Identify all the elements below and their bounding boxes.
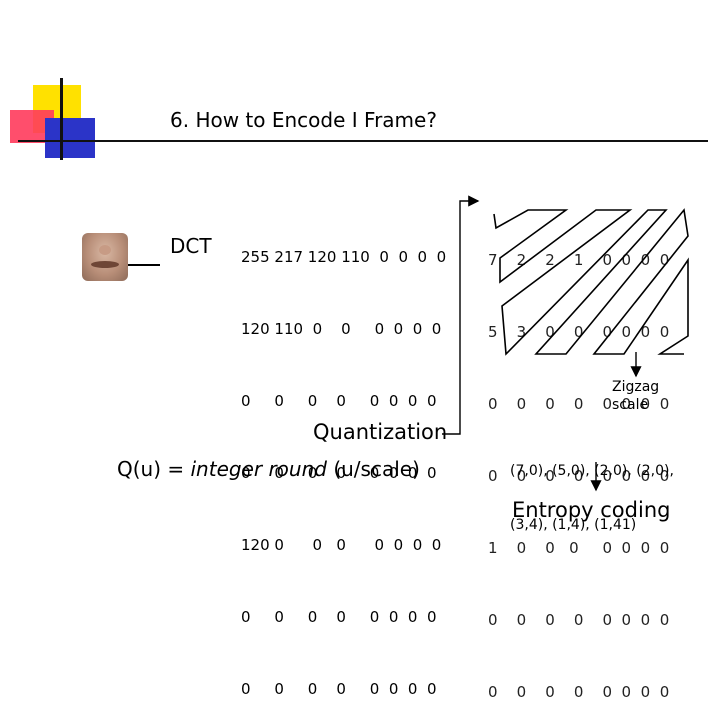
slide-title: 6. How to Encode I Frame? [170,108,437,132]
formula-prefix: Q(u) = [117,457,191,481]
dct-label: DCT [170,234,212,258]
zigzag-scale-label: Zigzag scale [612,378,659,414]
quantized-row: 7 2 2 1 0 0 0 0 [488,251,670,269]
decorative-blue-square [45,118,95,158]
zigzag-path [493,208,689,356]
formula-italic: integer round [190,457,327,481]
quantized-row: 0 0 0 0 0 0 0 0 [488,395,670,413]
face-image-block [82,233,128,281]
quantized-row: 5 3 0 0 0 0 0 0 [488,323,670,341]
rle-line: (7,0), (5,0), (2,0), (2,0), [510,463,674,479]
zigzag-label-line: scale [612,397,649,413]
quantized-row: 0 0 0 0 0 0 0 0 [488,611,670,629]
quantized-row: 0 0 0 0 0 0 0 0 [488,467,670,485]
decorative-vertical-line [60,78,63,160]
rle-line: (3,4), (1,4), (1,41) [510,517,637,533]
dct-row: 120 110 0 0 0 0 0 0 [241,320,442,338]
quantization-label: Quantization [313,420,448,444]
quantized-row: 0 0 0 0 0 0 0 0 [488,683,670,701]
title-underline [18,140,708,142]
face-nose [99,245,111,255]
dct-row: 0 0 0 0 0 0 0 0 [241,392,437,410]
dct-row: 0 0 0 0 0 0 0 0 [241,680,437,698]
quantization-formula: Q(u) = integer round (u/scale) [117,457,420,481]
entropy-coding-label: Entropy coding [512,498,671,522]
dct-arrow-line [128,264,160,266]
dct-row: 255 217 120 110 0 0 0 0 [241,248,447,266]
connector-lines [442,195,689,492]
dct-row: 0 0 0 0 0 0 0 0 [241,608,437,626]
dct-row: 0 0 0 0 0 0 0 0 [241,464,437,482]
zigzag-label-line: Zigzag [612,379,660,395]
face-mouth [91,261,119,268]
quantization-arrow [442,195,480,435]
formula-suffix: (u/scale) [326,457,420,481]
run-length-pairs: (7,0), (5,0), (2,0), (2,0), (3,4), (1,4)… [510,426,674,552]
